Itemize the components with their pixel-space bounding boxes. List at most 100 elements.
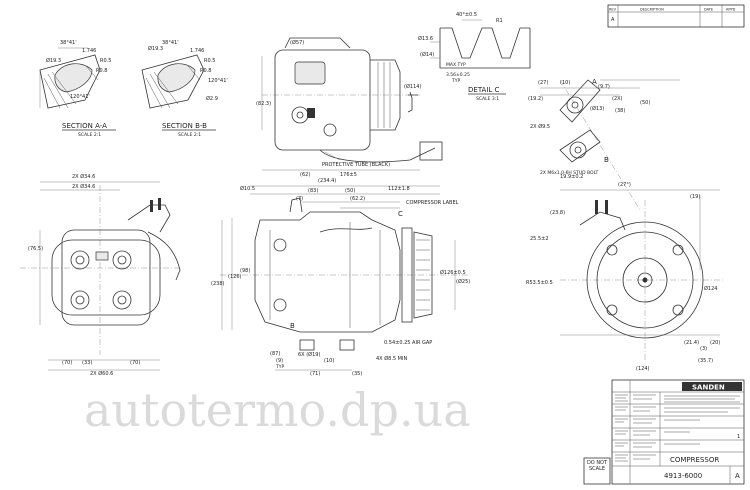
rear-view-dim-1: (23.8) xyxy=(550,210,565,216)
rear-view: (23.8) (27) (10) (9.7) (2X) 2X Ø9.5 (Ø13… xyxy=(526,78,725,372)
detail-c-dim-max: MAX TYP xyxy=(446,62,466,68)
section-bb-dim-width: 1.746 xyxy=(190,48,204,54)
section-bb-dim-dia: Ø19.3 xyxy=(148,45,163,52)
side-view-dim-9: (238) xyxy=(211,281,224,287)
front-view-dim-4: (33) xyxy=(82,360,92,366)
section-bb-dim-angle: 38°41' xyxy=(162,40,179,46)
top-view-dim-4: (Ø57) xyxy=(290,39,304,46)
rear-view-dim-12: (27°) xyxy=(618,182,631,188)
rear-view-dim-5: (2X) xyxy=(612,96,623,102)
side-view-dim-8: (126) xyxy=(228,274,241,280)
side-view-dim-17: TYP xyxy=(275,364,284,370)
rear-view-dim-8: (19.2) xyxy=(528,96,543,102)
rear-view-dim-10: (50) xyxy=(640,100,650,106)
section-aa-dim-angle2: 120°41' xyxy=(70,94,90,100)
top-view-note: PROTECTIVE TUBE (BLACK) xyxy=(322,162,390,168)
side-view-dim-5: 112±1.8 xyxy=(388,186,410,192)
front-view-dim-5: (70) xyxy=(130,360,140,366)
rev-col-date: DATE xyxy=(704,8,713,12)
detail-c-dim-typ: TYP xyxy=(451,78,460,84)
side-view-dim-7: Ø10.5 xyxy=(240,185,255,192)
section-bb-scale: SCALE 2:1 xyxy=(178,132,201,138)
side-view-dim-6: (62.2) xyxy=(350,196,365,202)
detail-c-view: 40°±0.5 R1 Ø13.6 (Ø14) MAX TYP 3.56±0.25… xyxy=(418,12,531,102)
front-view-dim-2: 2X Ø34.6 xyxy=(72,183,95,190)
detail-c-title: DETAIL C xyxy=(468,86,500,94)
side-view-dim-15: (9) xyxy=(276,358,283,364)
rear-view-dim-17: (124) xyxy=(636,366,649,372)
side-view-dim-12: (Ø25) xyxy=(456,278,470,285)
top-view: PROTECTIVE TUBE (BLACK) (82.3) (Ø114) 17… xyxy=(256,37,443,178)
rear-view-dim-18: (21.4) xyxy=(684,340,699,346)
detail-c-dim-r: R1 xyxy=(496,18,503,24)
side-view-dim-16: (10) xyxy=(324,358,334,364)
top-view-dim-5: (62) xyxy=(300,172,310,178)
rear-view-dim-7: (Ø13) xyxy=(590,105,604,112)
title-block: SANDEN COMPRESSOR 4913-6000 A 1 xyxy=(611,379,745,485)
section-bb-dim-angle2: 120°41' xyxy=(208,78,228,84)
detail-c-dim-angle: 40°±0.5 xyxy=(456,12,477,18)
rear-view-dim-19: (20) xyxy=(710,340,720,346)
detail-c-dim-dia2: (Ø14) xyxy=(420,51,434,58)
front-view: 2X Ø34.6 2X Ø34.6 (76.5) (33) (70) 2X Ø6… xyxy=(20,173,181,377)
do-not-scale-text: DO NOT SCALE xyxy=(586,460,608,472)
rear-view-dim-3: (10) xyxy=(560,80,570,86)
title-block-revision: A xyxy=(735,472,740,480)
rear-view-section-a: A xyxy=(592,78,597,86)
side-view-dim-10: (98) xyxy=(240,268,250,274)
section-aa-dim-width: 1.746 xyxy=(82,48,96,54)
detail-c-scale: SCALE 3:1 xyxy=(476,96,499,102)
rear-view-dim-20: (3) xyxy=(700,346,707,352)
section-bb-dim-r2: R0.8 xyxy=(200,68,211,74)
rev-row-letter: A xyxy=(611,17,615,23)
watermark-text: autotermo.dp.ua xyxy=(84,383,471,437)
side-view-compressor-label: COMPRESSOR LABEL xyxy=(406,200,459,206)
side-view-dim-2: (83) xyxy=(308,188,318,194)
top-view-dim-3: 176±5 xyxy=(340,172,357,178)
rev-col-rev: REV xyxy=(609,8,617,12)
title-block-number: 4913-6000 xyxy=(664,472,702,480)
side-view-label-b: B xyxy=(290,322,295,330)
side-view-dim-4: (7) xyxy=(296,196,303,202)
top-view-dim-2: (Ø114) xyxy=(404,83,421,90)
do-not-scale-box: DO NOT SCALE xyxy=(583,457,611,485)
rear-view-dim-13: (19) xyxy=(690,194,700,200)
rear-view-section-b: B xyxy=(604,156,609,164)
title-block-sheet: 1 xyxy=(737,434,740,440)
side-view-dim-3: (50) xyxy=(345,188,355,194)
section-aa-dim-angle: 38°41' xyxy=(60,40,77,46)
side-view-dim-13: (87) xyxy=(270,351,280,357)
rear-view-dim-6: 2X Ø9.5 xyxy=(530,123,550,130)
rev-col-desc: DESCRIPTION xyxy=(640,8,664,12)
revision-block: REV DESCRIPTION DATE APPD A xyxy=(607,4,745,28)
front-view-dim-1: 2X Ø34.6 xyxy=(72,173,95,180)
section-aa-dim-dia: Ø19.3 xyxy=(46,57,61,64)
front-view-dim-6: 2X Ø60.6 xyxy=(90,370,113,377)
rear-view-dim-11: 19.9±0.2 xyxy=(560,174,583,180)
side-view-dim-14: 6X (Ø19) xyxy=(298,351,320,358)
section-bb-view: 38°41' 1.746 Ø19.3 R0.5 R0.8 120°41' Ø2.… xyxy=(141,40,228,138)
side-view-label-c: C xyxy=(398,210,403,218)
top-view-dim-1: (82.3) xyxy=(256,101,271,107)
rear-view-mount-note: 2X M6x1.0-6H STUD BOLT xyxy=(540,170,598,176)
section-aa-dim-r1: R0.5 xyxy=(100,58,111,64)
detail-c-dim-dia: Ø13.6 xyxy=(418,35,433,42)
rear-view-dim-14: 25.5±2 xyxy=(530,236,549,242)
side-view-dim-18: (71) xyxy=(310,371,320,377)
side-view-dim-11: Ø126±0.5 xyxy=(440,269,466,276)
section-aa-dim-r2: R0.8 xyxy=(96,68,107,74)
section-bb-dim-dia2: Ø2.9 xyxy=(206,95,218,102)
side-view: (234.4) (83) (50) (7) 112±1.8 (62.2) Ø10… xyxy=(211,178,470,377)
rear-view-dim-2: (27) xyxy=(538,80,548,86)
detail-c-dim-pitch: 3.56±0.25 xyxy=(446,72,470,78)
rear-view-dim-4: (9.7) xyxy=(598,84,610,90)
section-bb-dim-r1: R0.5 xyxy=(204,58,215,64)
rear-view-dim-16: Ø124 xyxy=(704,285,717,292)
title-block-company: SANDEN xyxy=(692,384,725,392)
section-aa-scale: SCALE 2:1 xyxy=(78,132,101,138)
title-block-title: COMPRESSOR xyxy=(670,456,719,464)
side-view-air-gap: 0.54±0.25 AIR GAP xyxy=(384,340,432,346)
rear-view-dim-21: (35.7) xyxy=(698,358,713,364)
section-aa-view: 38°41' 1.746 Ø19.3 R0.5 R0.8 120°41' SEC… xyxy=(39,40,116,138)
